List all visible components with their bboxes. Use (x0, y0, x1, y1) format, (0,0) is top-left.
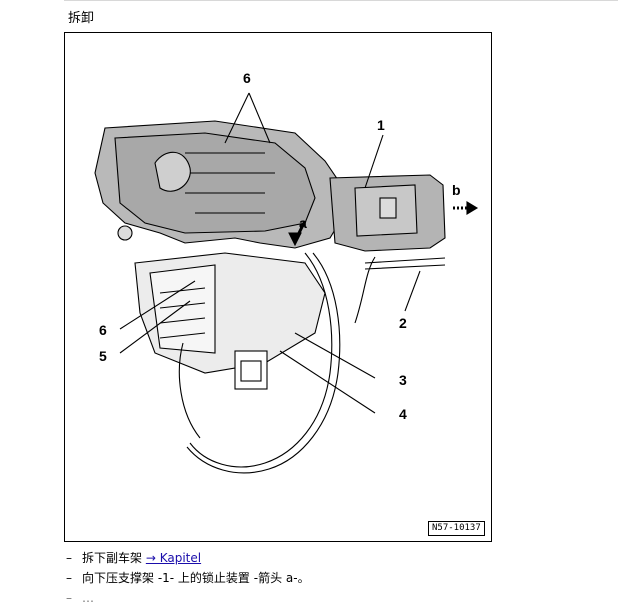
callout-a: a (299, 215, 307, 231)
figure-id-label: N57-10137 (428, 521, 485, 536)
door-lock-drawing: 6 1 b a 2 6 5 3 4 (94, 70, 479, 474)
callout-3: 3 (399, 372, 407, 388)
step-text: … (82, 591, 94, 605)
callout-6-top: 6 (243, 70, 251, 86)
callout-2: 2 (399, 315, 407, 331)
instruction-list: –拆下副车架 → Kapitel –向下压支撑架 -1- 上的锁止装置 -箭头 … (66, 548, 616, 608)
step-text: 向下压支撑架 -1- 上的锁止装置 -箭头 a-。 (82, 571, 310, 585)
step-bullet: – (66, 591, 72, 605)
step-text: 拆下副车架 (82, 551, 146, 565)
callout-4: 4 (399, 406, 407, 422)
step-bullet: – (66, 571, 72, 585)
step-2: –向下压支撑架 -1- 上的锁止装置 -箭头 a-。 (66, 568, 616, 588)
top-divider (64, 0, 618, 1)
callout-6-left: 6 (99, 322, 107, 338)
kapitel-link[interactable]: → Kapitel (145, 551, 202, 565)
exploded-diagram: 6 1 b a 2 6 5 3 4 N57-10137 (64, 32, 492, 542)
section-heading: 拆卸 (68, 11, 95, 26)
step-1: –拆下副车架 → Kapitel (66, 548, 616, 568)
step-3: –… (66, 588, 616, 608)
callout-1: 1 (377, 117, 385, 133)
callout-5: 5 (99, 348, 107, 364)
callout-b: b (452, 182, 461, 198)
step-bullet: – (66, 551, 72, 565)
